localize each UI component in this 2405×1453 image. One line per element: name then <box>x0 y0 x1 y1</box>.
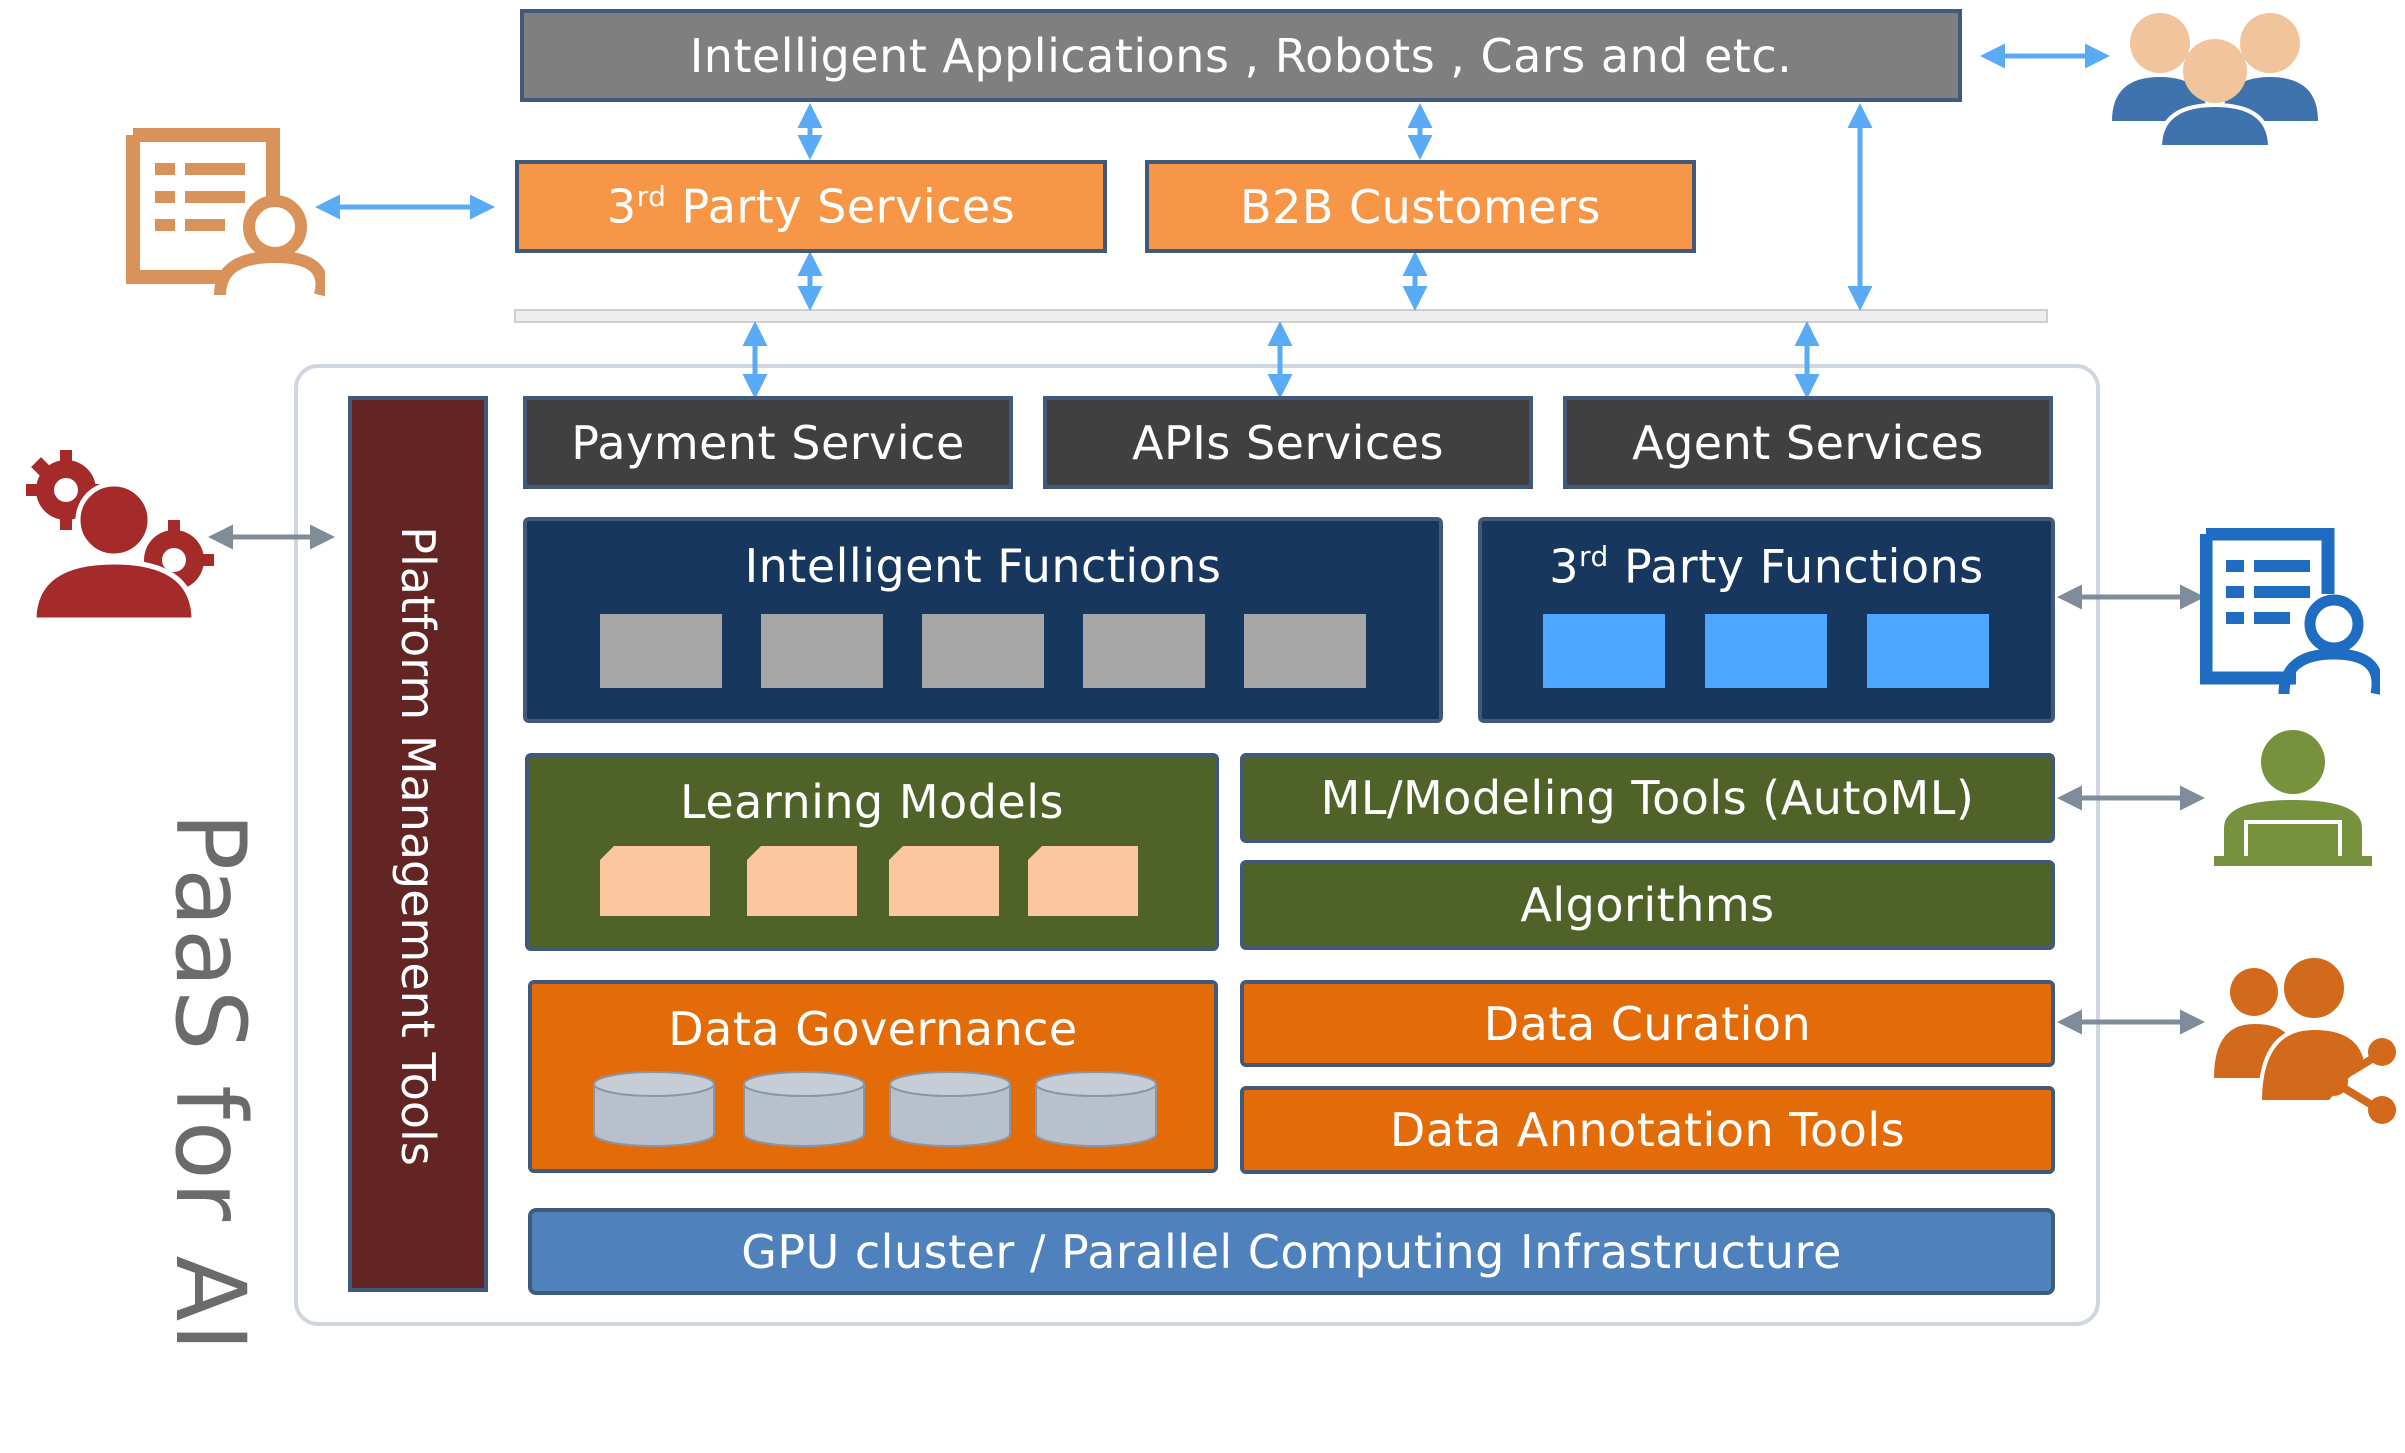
data-scientist-icon <box>2214 730 2372 866</box>
ml-modeling-tools-label: ML/Modeling Tools (AutoML) <box>1320 771 1975 825</box>
model-card-1 <box>600 846 710 916</box>
algorithms-box: Algorithms <box>1240 860 2055 950</box>
function-tile-2 <box>761 614 883 688</box>
database-icon-2 <box>743 1071 865 1147</box>
third-party-tile-3 <box>1867 614 1989 688</box>
platform-management-tools-bar <box>348 396 488 1292</box>
b2b-customers-label: B2B Customers <box>1240 179 1601 234</box>
payment-service-box: Payment Service <box>523 396 1013 489</box>
function-tile-3 <box>922 614 1044 688</box>
data-governance-label: Data Governance <box>668 1002 1078 1056</box>
intelligent-applications-label: Intelligent Applications , Robots , Cars… <box>689 28 1793 83</box>
b2b-customers-box: B2B Customers <box>1145 160 1696 253</box>
intelligent-functions-label: Intelligent Functions <box>744 539 1222 593</box>
function-tile-1 <box>600 614 722 688</box>
function-tile-5 <box>1244 614 1366 688</box>
platform-management-tools-label: Platform Management Tools <box>391 526 445 1166</box>
third-party-services-label: 3rd Party Services <box>606 179 1016 234</box>
data-curation-box: Data Curation <box>1240 980 2055 1067</box>
intelligent-applications-bar: Intelligent Applications , Robots , Cars… <box>520 9 1962 102</box>
data-annotation-tools-label: Data Annotation Tools <box>1389 1103 1906 1157</box>
apis-services-box: APIs Services <box>1043 396 1533 489</box>
platform-outline <box>294 364 2100 1326</box>
gpu-cluster-box: GPU cluster / Parallel Computing Infrast… <box>528 1208 2055 1295</box>
data-team-share-icon <box>2214 954 2396 1124</box>
database-icon-4 <box>1035 1071 1157 1147</box>
apis-services-label: APIs Services <box>1132 415 1444 470</box>
learning-models-label: Learning Models <box>680 775 1064 829</box>
model-card-2 <box>747 846 857 916</box>
algorithms-label: Algorithms <box>1520 878 1775 932</box>
agent-services-label: Agent Services <box>1632 415 1984 470</box>
user-group-icon <box>2112 13 2318 147</box>
paas-for-ai-label: PaaS for AI <box>154 812 266 1354</box>
database-icon-3 <box>889 1071 1011 1147</box>
document-user-icon <box>126 128 325 297</box>
third-party-developer-icon <box>2200 528 2380 695</box>
third-party-tile-1 <box>1543 614 1665 688</box>
third-party-tile-2 <box>1705 614 1827 688</box>
third-party-services-box: 3rd Party Services <box>515 160 1107 253</box>
gpu-cluster-label: GPU cluster / Parallel Computing Infrast… <box>741 1224 1842 1279</box>
divider-bar <box>514 309 2048 323</box>
admin-gears-icon <box>26 450 214 623</box>
database-icon-1 <box>593 1071 715 1147</box>
connector-arrows <box>208 43 2205 1326</box>
payment-service-label: Payment Service <box>571 415 965 470</box>
ml-modeling-tools-box: ML/Modeling Tools (AutoML) <box>1240 753 2055 843</box>
data-curation-label: Data Curation <box>1483 996 1812 1051</box>
model-card-4 <box>1028 846 1138 916</box>
model-card-3 <box>889 846 999 916</box>
function-tile-4 <box>1083 614 1205 688</box>
data-annotation-tools-box: Data Annotation Tools <box>1240 1086 2055 1174</box>
third-party-functions-label: 3rd Party Functions <box>1549 539 1984 594</box>
agent-services-box: Agent Services <box>1563 396 2053 489</box>
